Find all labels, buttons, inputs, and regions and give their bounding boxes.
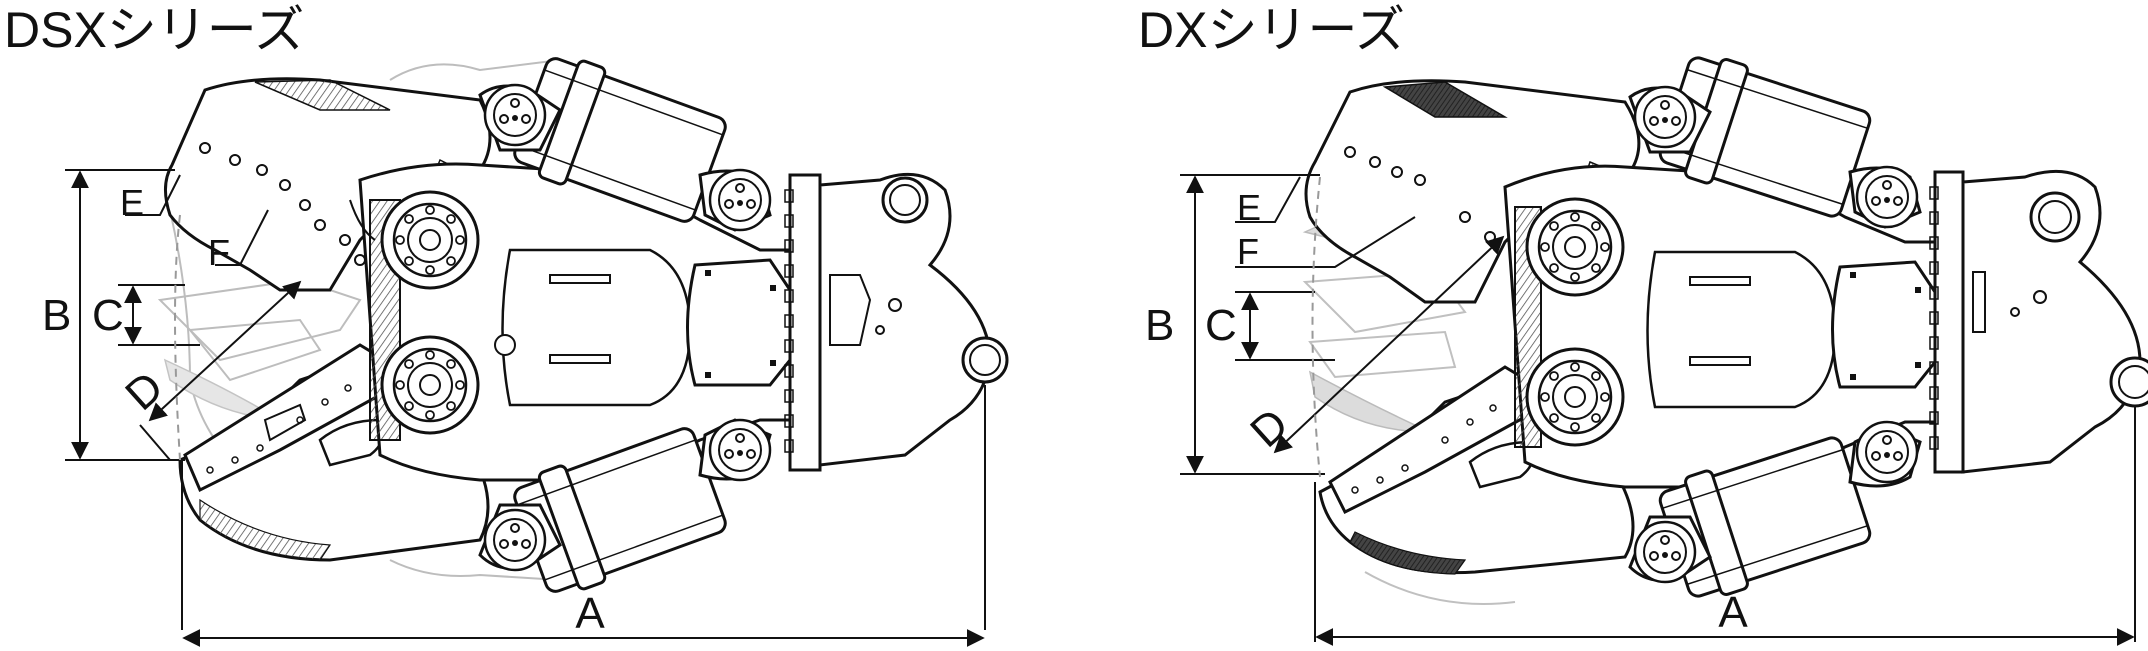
label-dsx-e: E <box>120 182 144 223</box>
label-dsx-b: B <box>42 291 71 340</box>
label-dx-e: E <box>1237 187 1261 228</box>
dsx-series-title: DSXシリーズ <box>4 2 305 58</box>
label-dx-a: A <box>1718 588 1748 637</box>
label-dx-b: B <box>1145 301 1174 350</box>
label-dx-c: C <box>1205 301 1237 350</box>
label-dsx-d: D <box>116 362 172 420</box>
dx-shear-drawing: E F B C D A <box>1145 47 2148 646</box>
label-dx-d: D <box>1241 399 1297 457</box>
label-dsx-c: C <box>92 291 124 340</box>
dsx-shear-drawing: E F B C D A <box>42 47 1009 647</box>
label-dsx-a: A <box>575 589 605 638</box>
label-dx-f: F <box>1237 231 1259 272</box>
dx-series-title: DXシリーズ <box>1138 2 1405 58</box>
label-dsx-f: F <box>208 232 230 273</box>
